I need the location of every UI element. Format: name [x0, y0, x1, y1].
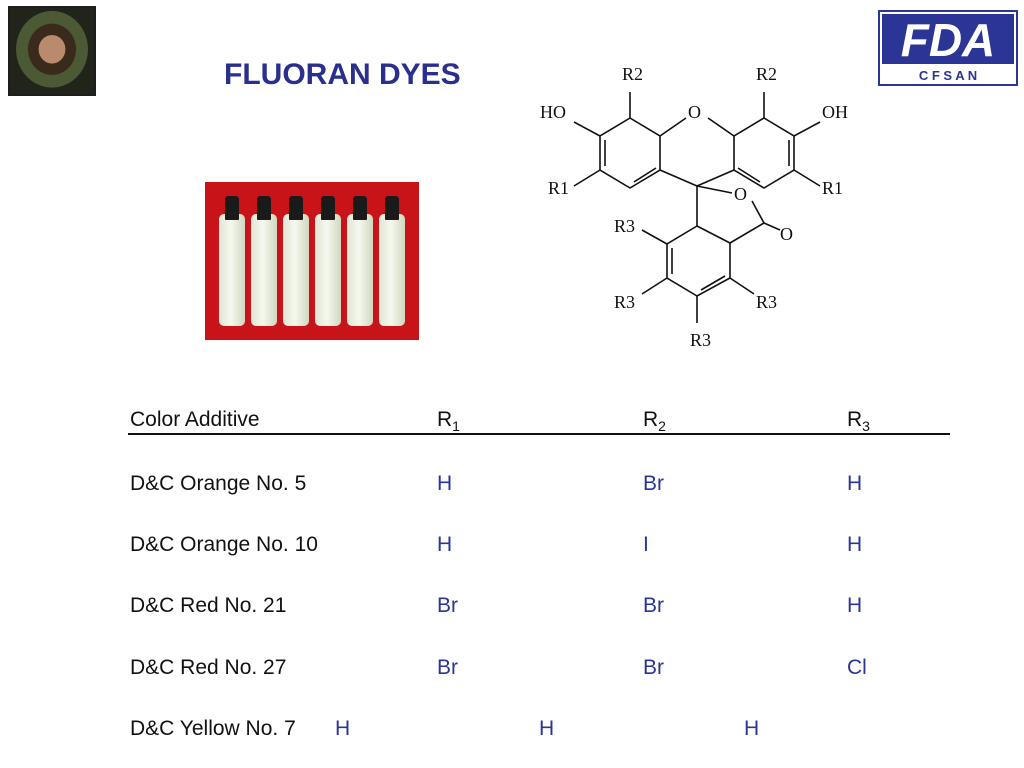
row-r3: H [744, 717, 760, 740]
row-r1: H [335, 717, 351, 740]
label-o-ring: O [734, 184, 747, 204]
bottle [347, 196, 373, 326]
logo-fda-text: FDA [901, 14, 996, 66]
row-name: D&C Red No. 27 [130, 656, 287, 679]
header-r1: R1 [437, 408, 460, 435]
row-r3: H [847, 594, 863, 617]
label-r2-left: R2 [622, 64, 643, 84]
label-ho: HO [540, 102, 566, 122]
row-r3: H [847, 472, 863, 495]
label-r3-right: R3 [756, 292, 777, 312]
label-oh: OH [822, 102, 848, 122]
row-name: D&C Yellow No. 7 [130, 717, 296, 740]
row-r2: H [539, 717, 555, 740]
label-r3-upper: R3 [614, 216, 635, 236]
bottle [283, 196, 309, 326]
label-r1-right: R1 [822, 178, 843, 198]
row-r1: Br [437, 594, 458, 617]
bottle [219, 196, 245, 326]
row-r2: Br [643, 472, 664, 495]
row-r2: I [643, 533, 649, 556]
slide-title: FLUORAN DYES [224, 58, 461, 91]
label-o-top: O [688, 102, 701, 122]
dye-bottles-photo [205, 182, 419, 340]
row-name: D&C Orange No. 10 [130, 533, 318, 556]
row-r3: H [847, 533, 863, 556]
label-o-carbonyl: O [780, 224, 793, 244]
fluoran-structure-diagram: R2 R2 HO O OH R1 R1 O O R3 R3 R3 R3 [540, 64, 848, 350]
label-r1-left: R1 [548, 178, 569, 198]
label-r3-left: R3 [614, 292, 635, 312]
row-r1: Br [437, 656, 458, 679]
row-r3: Cl [847, 656, 867, 679]
header-color-additive: Color Additive [130, 408, 260, 431]
row-name: D&C Red No. 21 [130, 594, 287, 617]
bottle [315, 196, 341, 326]
row-name: D&C Orange No. 5 [130, 472, 307, 495]
header-underline [128, 433, 950, 435]
label-r2-right: R2 [756, 64, 777, 84]
header-r2: R2 [643, 408, 666, 435]
row-r2: Br [643, 594, 664, 617]
label-r3-bottom: R3 [690, 330, 711, 350]
row-r1: H [437, 533, 453, 556]
bottle [251, 196, 277, 326]
row-r2: Br [643, 656, 664, 679]
header-r3: R3 [847, 408, 870, 435]
logo-cfsan-text: C F S A N [919, 68, 977, 83]
fda-cfsan-logo: FDA C F S A N [878, 10, 1018, 86]
row-r1: H [437, 472, 453, 495]
bottle [379, 196, 405, 326]
presenter-photo [8, 6, 96, 96]
